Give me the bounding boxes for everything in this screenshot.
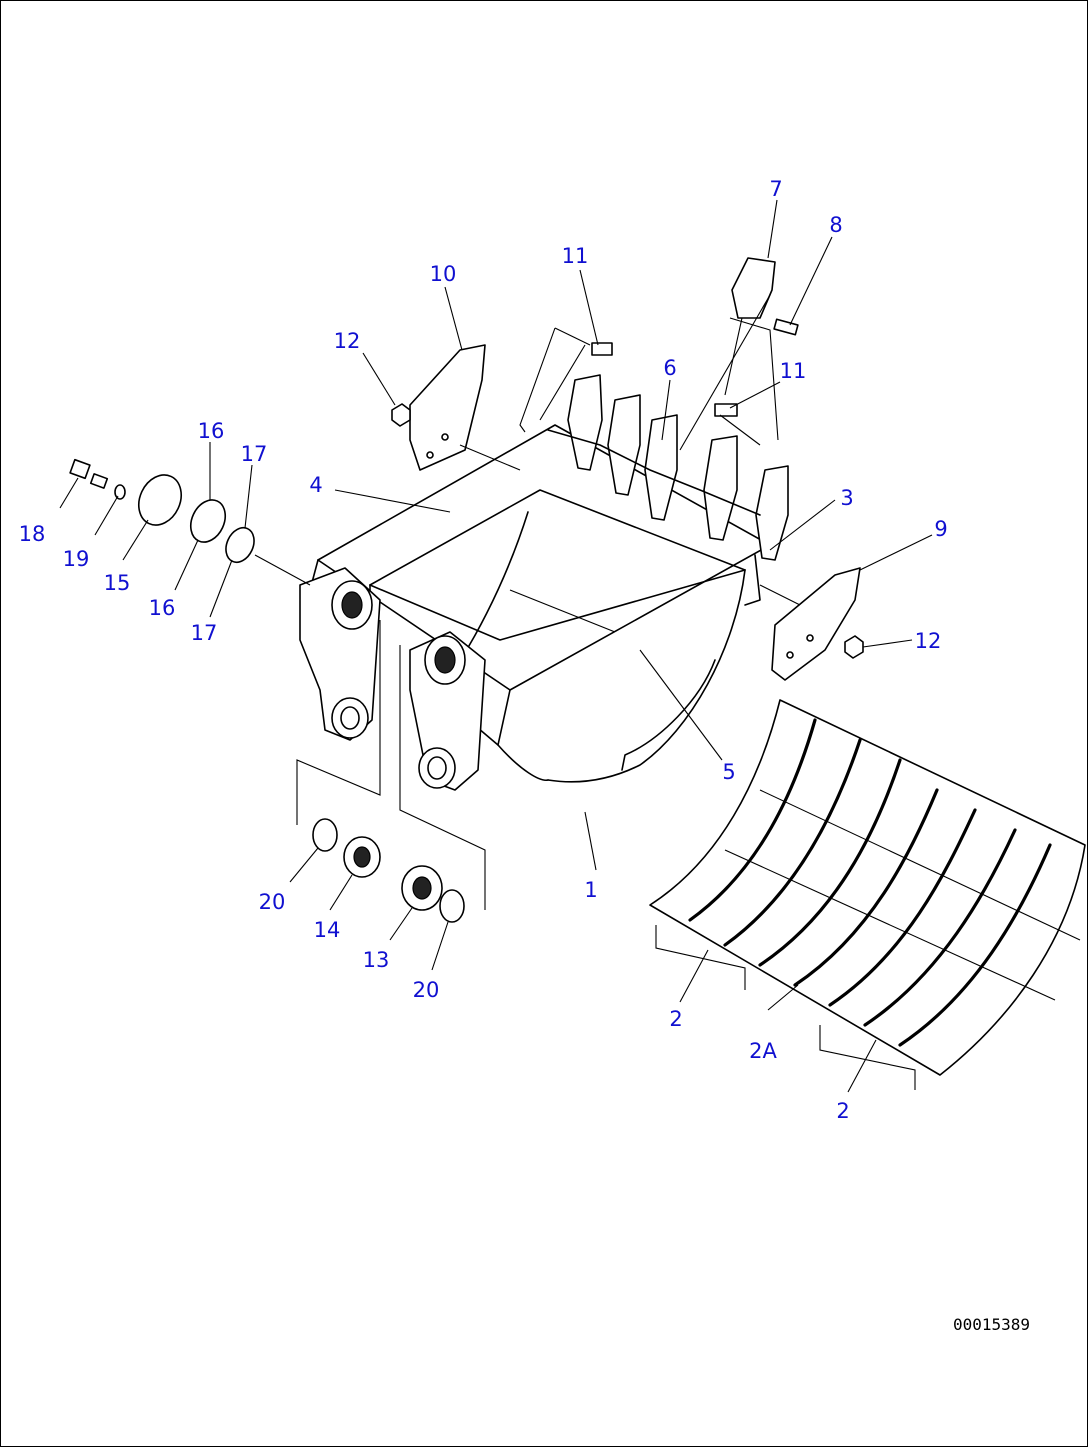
callout-17-top: 17: [241, 442, 268, 466]
callout-2-left: 2: [669, 1007, 682, 1031]
callout-4: 4: [309, 473, 322, 497]
callout-11-right: 11: [780, 359, 807, 383]
callout-11-top: 11: [562, 244, 589, 268]
wear-plate: [649, 699, 1086, 1090]
callout-6: 6: [663, 356, 676, 380]
callout-10: 10: [430, 262, 457, 286]
callout-2A: 2A: [749, 1039, 777, 1063]
callout-9: 9: [934, 517, 947, 541]
callout-20-left: 20: [259, 890, 286, 914]
callout-1: 1: [584, 878, 597, 902]
teeth-row: [547, 374, 789, 561]
callout-8: 8: [829, 213, 842, 237]
boss-parts: [69, 458, 311, 586]
leader-lines: [59, 199, 933, 1093]
loose-tooth: [679, 257, 776, 451]
side-cutter-left: [409, 344, 521, 471]
callout-16-bottom: 16: [149, 596, 176, 620]
callout-19: 19: [63, 547, 90, 571]
bucket-brackets: [299, 567, 486, 791]
fasteners: [391, 317, 864, 659]
callout-17-bottom: 17: [191, 621, 218, 645]
callout-16-top: 16: [198, 419, 225, 443]
callout-13: 13: [363, 948, 390, 972]
callout-20-right: 20: [413, 978, 440, 1002]
bushings: [296, 620, 486, 923]
callout-5: 5: [722, 760, 735, 784]
callout-12-right: 12: [915, 629, 942, 653]
callout-14: 14: [314, 918, 341, 942]
callout-7: 7: [769, 177, 782, 201]
callout-18: 18: [19, 522, 46, 546]
side-cutter-right: [759, 567, 861, 681]
callout-labels: 7 8 11 10 12 6 11 16 17 4 3 9 18 19 15 1…: [19, 177, 948, 1123]
pin-8: [773, 318, 799, 336]
image-id: 00015389: [953, 1315, 1030, 1334]
callout-3: 3: [840, 486, 853, 510]
callout-2-right: 2: [836, 1099, 849, 1123]
callout-12-left: 12: [334, 329, 361, 353]
callout-15: 15: [104, 571, 131, 595]
